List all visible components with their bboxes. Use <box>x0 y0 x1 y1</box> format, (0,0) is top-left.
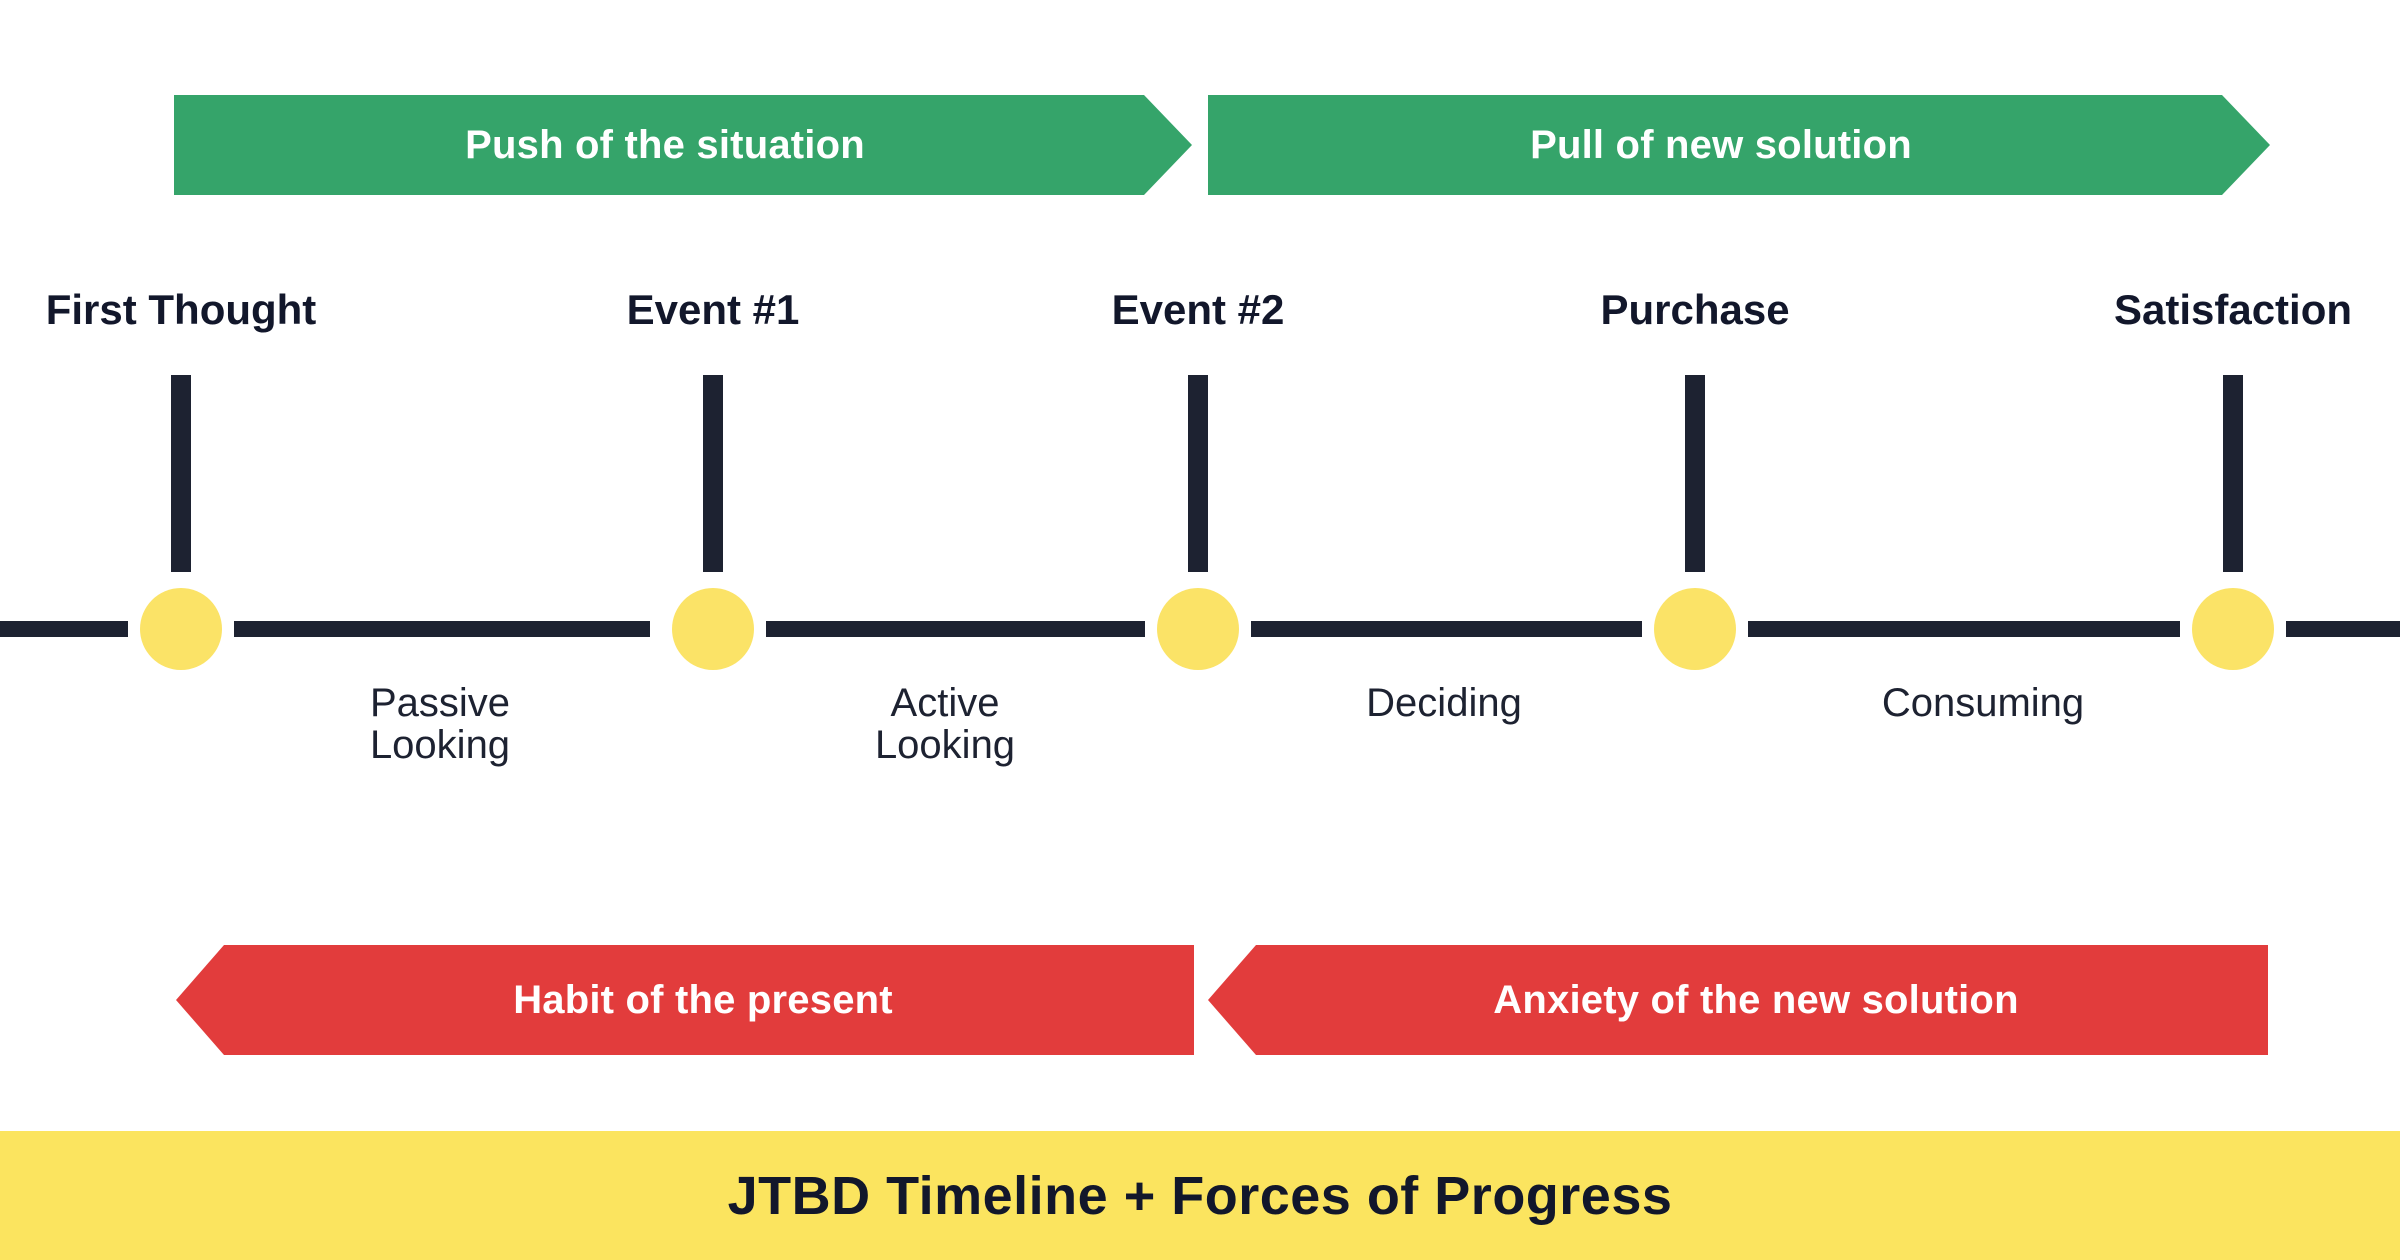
milestone-stem-purchase <box>1685 375 1705 572</box>
milestone-label-first-thought: First Thought <box>45 286 317 333</box>
milestone-label-satisfaction: Satisfaction <box>2113 286 2353 333</box>
timeline-axis-segment <box>2286 621 2400 637</box>
timeline-axis-segment <box>234 621 650 637</box>
milestone-dot-first-thought[interactable] <box>140 588 222 670</box>
force-arrow-label: Push of the situation <box>465 122 865 167</box>
force-arrow-habit-of-the-present: Habit of the present <box>176 945 1194 1055</box>
timeline-axis-segment <box>766 621 1145 637</box>
caption-banner: JTBD Timeline + Forces of Progress <box>0 1131 2400 1260</box>
milestone-label-event-2: Event #2 <box>1111 286 1285 333</box>
phase-label-deciding: Deciding <box>1366 681 1522 725</box>
force-arrow-label: Anxiety of the new solution <box>1493 977 2019 1022</box>
phase-label-consuming: Consuming <box>1881 681 2085 725</box>
milestone-stem-first-thought <box>171 375 191 572</box>
timeline-axis-segment <box>1251 621 1642 637</box>
force-arrow-pull-of-new-solution: Pull of new solution <box>1208 95 2270 195</box>
force-arrow-anxiety-of-the-new-solution: Anxiety of the new solution <box>1208 945 2268 1055</box>
milestone-dot-event-2[interactable] <box>1157 588 1239 670</box>
caption-text: JTBD Timeline + Forces of Progress <box>727 1165 1673 1226</box>
force-arrow-label: Pull of new solution <box>1530 122 1912 167</box>
force-arrow-push-of-the-situation: Push of the situation <box>174 95 1192 195</box>
timeline-axis-segment <box>1748 621 2180 637</box>
phase-label-active-looking: Active Looking <box>874 681 1016 767</box>
milestone-stem-event-1 <box>703 375 723 572</box>
milestone-label-event-1: Event #1 <box>626 286 800 333</box>
timeline-axis-segment <box>0 621 128 637</box>
milestone-stem-event-2 <box>1188 375 1208 572</box>
phase-label-passive-looking: Passive Looking <box>369 681 511 767</box>
milestone-dot-event-1[interactable] <box>672 588 754 670</box>
milestone-dot-purchase[interactable] <box>1654 588 1736 670</box>
force-arrow-label: Habit of the present <box>513 977 893 1022</box>
milestone-label-purchase: Purchase <box>1600 286 1790 333</box>
milestone-dot-satisfaction[interactable] <box>2192 588 2274 670</box>
milestone-stem-satisfaction <box>2223 375 2243 572</box>
